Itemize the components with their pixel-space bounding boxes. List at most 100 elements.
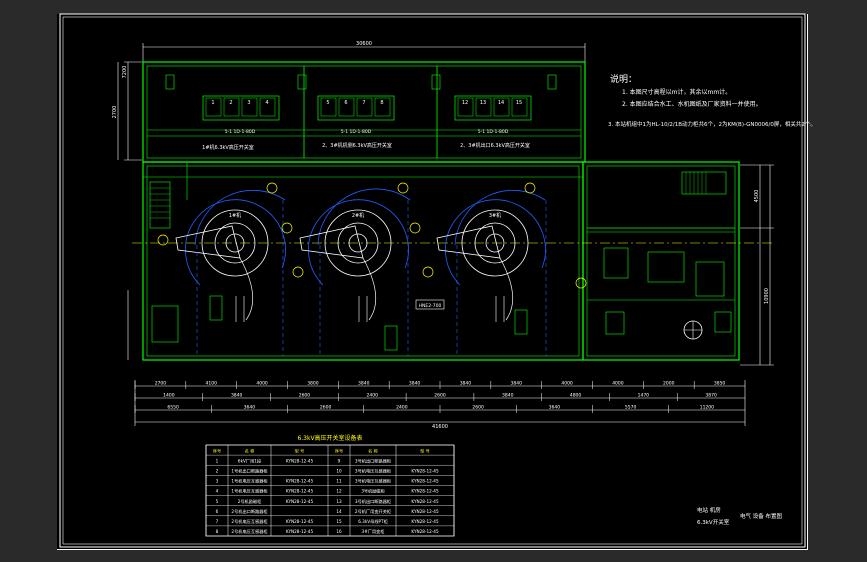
dimension-value: 3840 bbox=[358, 381, 370, 387]
table-cell: 1号机出口断路器柜 bbox=[231, 468, 267, 475]
switchroom-label-1: 1#机6.3kV高压开关室 bbox=[202, 144, 254, 151]
dimension-value: 2400 bbox=[366, 393, 378, 399]
cubicle-num: 13 bbox=[480, 100, 486, 106]
dimension-value: 3800 bbox=[307, 381, 319, 387]
title-block: 电站 机房 6.3kV开关室 电气 设备 布置图 bbox=[697, 506, 782, 526]
table-cell: KYN28-12-45 bbox=[411, 469, 439, 474]
dimension-value: 3840 bbox=[460, 381, 472, 387]
table-cell: KYN28-12-45 bbox=[411, 519, 439, 524]
title-line-2: 6.3kV开关室 bbox=[697, 518, 730, 526]
dimension-value: 3840 bbox=[502, 393, 514, 399]
dimension-value: 4100 bbox=[206, 381, 218, 387]
table-cell: 11 bbox=[336, 479, 342, 484]
cubicle-num: 6 bbox=[344, 100, 347, 106]
title-line-1: 电站 机房 bbox=[697, 506, 721, 514]
row-unit-label-2: 5-1 1D-1-80D bbox=[341, 129, 372, 135]
table-cell: 3号机电压互感器柜 bbox=[355, 468, 391, 475]
cubicle-group-1: 1 2 3 4 bbox=[202, 95, 280, 121]
table-cell: 16 bbox=[336, 529, 342, 534]
table-cell: 6.3kV母线PT柜 bbox=[358, 518, 388, 525]
machine-hall-outline bbox=[142, 161, 584, 361]
dimension-value: 2400 bbox=[396, 405, 408, 411]
dimension-value: 2700 bbox=[155, 381, 167, 387]
table-cell: KYN28-12-45 bbox=[411, 499, 439, 504]
table-cell: 14 bbox=[336, 509, 342, 514]
table-cell: KYN28-12-45 bbox=[286, 529, 314, 534]
table-cell: 4 bbox=[216, 489, 219, 494]
cubicle-num: 8 bbox=[380, 100, 383, 106]
upper-switchroom bbox=[142, 61, 586, 163]
unit-label: 2#机 bbox=[352, 212, 364, 219]
table-cell: KYN28-12-45 bbox=[411, 479, 439, 484]
top-dimension: 30600 bbox=[142, 41, 586, 62]
column-markers bbox=[157, 182, 587, 289]
dimension-value: 1470 bbox=[638, 393, 650, 399]
table-cell: 2号机励磁柜 bbox=[238, 498, 262, 505]
sheet-frame bbox=[59, 13, 806, 548]
dimension-value: 2600 bbox=[434, 393, 446, 399]
dimension-value: 11200 bbox=[700, 405, 714, 411]
table-cell: 9 bbox=[338, 458, 341, 463]
left-dim-1: 2700 bbox=[112, 106, 118, 119]
dimension-value: 3840 bbox=[231, 393, 243, 399]
table-cell: 6 bbox=[216, 509, 219, 514]
table-header: 名 称 bbox=[245, 447, 255, 454]
table-header: 型 号 bbox=[295, 447, 305, 454]
table-cell: KYN28-12-45 bbox=[286, 479, 314, 484]
table-cell: KYN28-12-45 bbox=[411, 509, 439, 514]
dimension-value: 2600 bbox=[472, 405, 484, 411]
cubicle-group-2: 5 6 7 8 bbox=[317, 95, 395, 121]
unit-label: 3#机 bbox=[489, 212, 501, 219]
table-cell: 2号机电压互感器柜 bbox=[231, 528, 267, 535]
dimension-value: 3640 bbox=[549, 405, 561, 411]
table-cell: KYN28-12-45 bbox=[286, 519, 314, 524]
dimension-value: 3840 bbox=[409, 381, 421, 387]
table-cell: 2号机电压互感器柜 bbox=[231, 518, 267, 525]
dimension-value: 2000 bbox=[663, 381, 675, 387]
table-cell: 3号机出口断路器柜 bbox=[355, 457, 391, 464]
notes-block: 说明： 1. 本图尺寸高程以m计，其余以mm计。 2. 本图应结合水工、水机图纸… bbox=[608, 73, 816, 128]
dimension-value: 4000 bbox=[256, 381, 268, 387]
cubicle-num: 5 bbox=[326, 100, 329, 106]
dimension-value: 4800 bbox=[570, 393, 582, 399]
equipment-tag[interactable]: HNE2-700 bbox=[415, 299, 445, 310]
note-line-3: 3. 本站机组中1为HL-10/2/1B动力柜共6个，2为KM(B)-GN000… bbox=[608, 120, 816, 128]
right-dim-1: 4500 bbox=[754, 190, 760, 203]
generator-unit-1[interactable]: 1#机 bbox=[175, 189, 286, 322]
table-cell: 6kV厂用1段 bbox=[238, 457, 262, 464]
table-cell: 3号机出口断路器柜 bbox=[355, 498, 391, 505]
dimension-value: 2600 bbox=[299, 393, 311, 399]
table-cell: 8 bbox=[216, 529, 219, 534]
table-cell: 7 bbox=[216, 519, 219, 524]
cubicle-group-3: 12 13 14 15 bbox=[454, 95, 532, 121]
generator-unit-3[interactable]: 3#机 bbox=[436, 189, 546, 335]
table-cell: 1号机电压互感器柜 bbox=[231, 478, 267, 485]
table-cell: 2号机出口断路器柜 bbox=[231, 508, 267, 515]
generator-unit-2[interactable]: 2#机 bbox=[299, 188, 411, 351]
cubicle-num: 3 bbox=[247, 100, 250, 106]
cubicle-num: 14 bbox=[498, 100, 504, 106]
table-header: 序号 bbox=[213, 447, 221, 454]
switchroom-label-2: 2、3#机机侧6.3kV高压开关室 bbox=[322, 142, 392, 149]
inner-frame bbox=[62, 16, 803, 545]
top-dimension-text: 30600 bbox=[356, 41, 372, 47]
table-cell: 1 bbox=[216, 458, 219, 463]
note-line-2: 2. 本图应结合水工、水机图纸及厂家资料一并使用。 bbox=[622, 100, 762, 108]
total-dimension: 41600 bbox=[432, 424, 448, 430]
cubicle-num: 1 bbox=[211, 100, 214, 106]
table-header: 名 称 bbox=[368, 447, 378, 454]
table-cell: 5 bbox=[216, 499, 219, 504]
table-cell: KYN28-12-45 bbox=[286, 499, 314, 504]
table-cell: KYN28-12-45 bbox=[286, 489, 314, 494]
title-line-3: 电气 设备 布置图 bbox=[740, 512, 782, 520]
note-line-1: 1. 本图尺寸高程以m计，其余以mm计。 bbox=[622, 88, 731, 96]
right-annex bbox=[582, 161, 740, 361]
dimension-value: 6550 bbox=[167, 405, 179, 411]
table-cell: KYN28-12-45 bbox=[286, 458, 314, 463]
table-cell: 3号机励磁柜 bbox=[361, 488, 385, 495]
dimension-value: 3850 bbox=[714, 381, 726, 387]
